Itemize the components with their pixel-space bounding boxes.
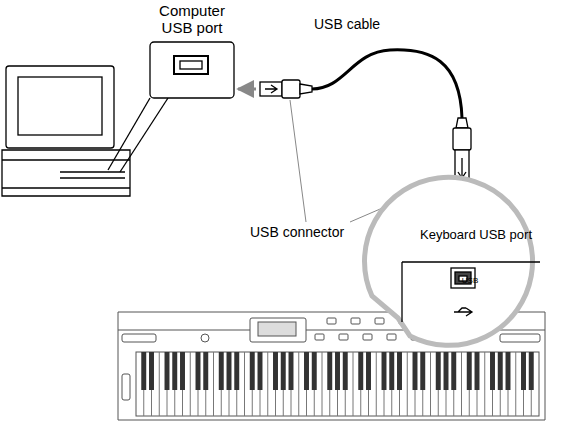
insert-arrow <box>238 88 256 91</box>
connector-label: USB connector <box>248 224 346 240</box>
callout-title: Keyboard USB port <box>391 228 561 243</box>
usb-cable <box>312 50 462 118</box>
port-label: USB <box>379 276 561 285</box>
port-callout: Computer USB port <box>142 2 242 37</box>
cable-label: USB cable <box>312 16 382 32</box>
leader-line <box>290 100 306 222</box>
keyboard-port <box>402 262 540 322</box>
computer <box>2 66 130 196</box>
callout-title: Computer USB port <box>142 2 242 37</box>
port-inset <box>108 42 234 172</box>
port-inset-circle: Keyboard USB portUSB <box>391 228 561 285</box>
usb-plug <box>260 80 312 98</box>
